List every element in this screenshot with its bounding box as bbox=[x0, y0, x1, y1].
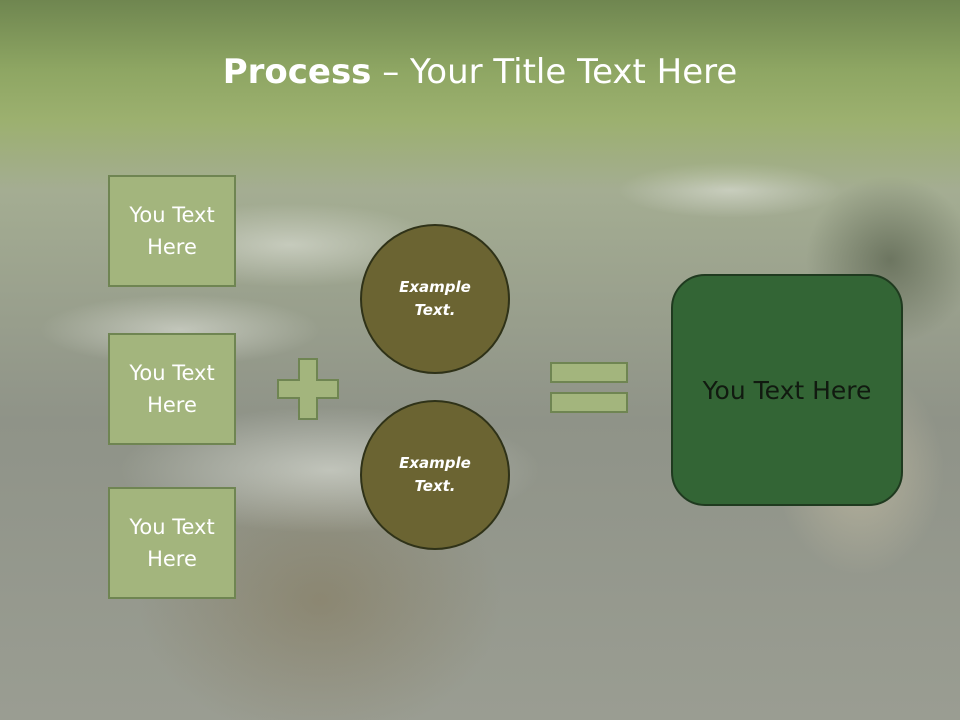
input-box-2: You Text Here bbox=[108, 333, 236, 445]
input-box-3-label: You Text Here bbox=[129, 515, 215, 571]
input-box-1: You Text Here bbox=[108, 175, 236, 287]
result-label: You Text Here bbox=[702, 375, 872, 405]
input-box-3: You Text Here bbox=[108, 487, 236, 599]
example-circle-2-label: Example Text. bbox=[399, 454, 471, 495]
example-circle-1: Example Text. bbox=[360, 224, 510, 374]
title-rest: – Your Title Text Here bbox=[371, 52, 738, 92]
slide-title: Process – Your Title Text Here bbox=[0, 52, 960, 92]
result-box: You Text Here bbox=[671, 274, 903, 506]
title-bold: Process bbox=[222, 52, 372, 92]
example-circle-1-label: Example Text. bbox=[399, 278, 471, 319]
input-box-2-label: You Text Here bbox=[129, 361, 215, 417]
example-circle-2: Example Text. bbox=[360, 400, 510, 550]
equals-icon bbox=[550, 362, 628, 413]
input-box-1-label: You Text Here bbox=[129, 203, 215, 259]
plus-icon bbox=[277, 358, 339, 420]
